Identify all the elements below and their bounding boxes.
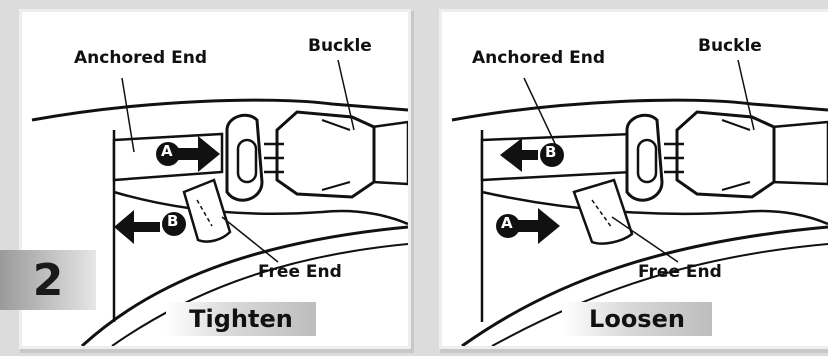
tighten-caption: Tighten: [166, 302, 316, 336]
arrow-b-label: B: [167, 212, 179, 230]
arrow-a-label: A: [501, 214, 513, 232]
arrow-badges: [156, 142, 186, 236]
anchored-end-label: Anchored End: [472, 48, 606, 68]
loosen-caption: Loosen: [562, 302, 712, 336]
arrow-a-label: A: [161, 142, 173, 160]
strap-illustration: [31, 59, 408, 346]
arrow-b-label: B: [545, 143, 557, 161]
buckle-label: Buckle: [698, 36, 762, 56]
arrow-a-right-icon: [172, 136, 220, 172]
loosen-panel: B A Anchored End Buckle Free End Loosen: [442, 12, 828, 346]
arrow-badges: [496, 143, 564, 238]
tighten-panel: A B Anchored End Buckle Free End Tighten: [22, 12, 408, 346]
step-badge: [0, 250, 96, 310]
free-end-label: Free End: [638, 262, 722, 282]
buckle-label: Buckle: [308, 36, 372, 56]
free-end-label: Free End: [258, 262, 342, 282]
strap-illustration: [451, 59, 828, 346]
anchored-end-label: Anchored End: [74, 48, 208, 68]
arrow-b-left-icon: [114, 210, 160, 244]
arrow-b-left-icon: [500, 138, 538, 172]
step-number: 2: [32, 254, 64, 306]
arrow-a-right-icon: [512, 208, 560, 244]
